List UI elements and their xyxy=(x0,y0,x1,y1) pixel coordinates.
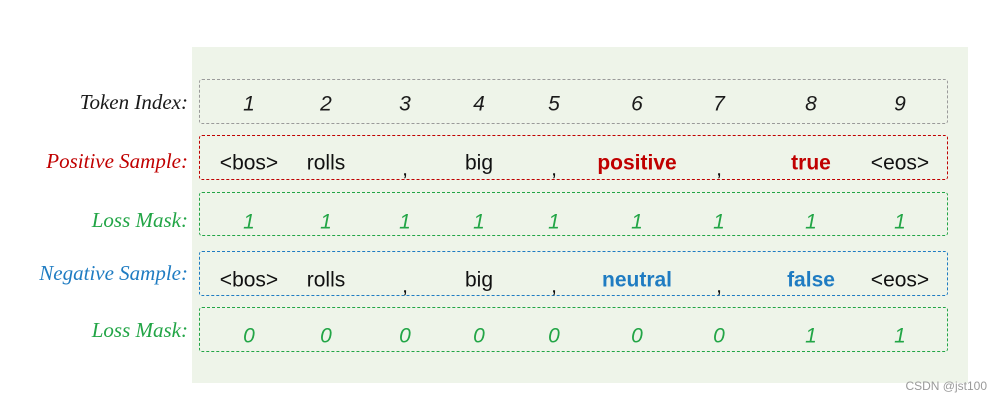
positive-sample-cell: , xyxy=(551,157,557,181)
positive-sample-cell: , xyxy=(402,157,408,181)
loss-mask-positive-cell: 1 xyxy=(243,210,255,234)
negative-sample-cell: , xyxy=(716,274,722,298)
token-index-cell: 2 xyxy=(320,92,332,116)
negative-sample-cell: , xyxy=(402,274,408,298)
positive-sample-cell: <eos> xyxy=(870,151,930,175)
positive-sample-cell: <bos> xyxy=(219,151,279,175)
loss-mask-negative-cell: 0 xyxy=(399,324,411,348)
loss-mask-negative-cell: 0 xyxy=(548,324,560,348)
negative-sample-box xyxy=(199,251,948,296)
loss-mask-positive-cell: 1 xyxy=(805,210,817,234)
loss-mask-positive-cell: 1 xyxy=(473,210,485,234)
negative-sample-cell: <bos> xyxy=(219,268,279,292)
diagram-panel xyxy=(192,47,968,383)
token-index-box xyxy=(199,79,948,124)
token-index-cell: 6 xyxy=(631,92,643,116)
negative-sample-cell: , xyxy=(551,274,557,298)
positive-sample-cell: big xyxy=(464,151,494,175)
negative-sample-cell: <eos> xyxy=(870,268,930,292)
token-index-cell: 4 xyxy=(473,92,485,116)
token-index-cell: 8 xyxy=(805,92,817,116)
positive-sample-cell: , xyxy=(716,157,722,181)
loss-mask-positive-label: Loss Mask: xyxy=(91,208,188,232)
positive-sample-cell: rolls xyxy=(306,151,346,175)
loss-mask-positive-cell: 1 xyxy=(713,210,725,234)
token-index-cell: 1 xyxy=(243,92,255,116)
positive-sample-cell: true xyxy=(791,151,831,175)
loss-mask-positive-cell: 1 xyxy=(399,210,411,234)
watermark: CSDN @jst100 xyxy=(905,379,987,393)
loss-mask-negative-cell: 0 xyxy=(713,324,725,348)
loss-mask-positive-cell: 1 xyxy=(631,210,643,234)
token-index-label: Token Index: xyxy=(79,90,188,114)
negative-sample-label: Negative Sample: xyxy=(39,261,188,285)
loss-mask-negative-cell: 0 xyxy=(631,324,643,348)
token-index-cell: 3 xyxy=(399,92,411,116)
loss-mask-negative-label: Loss Mask: xyxy=(91,318,188,342)
negative-sample-cell: false xyxy=(787,268,835,292)
loss-mask-negative-cell: 1 xyxy=(894,324,906,348)
loss-mask-negative-box xyxy=(199,307,948,352)
negative-sample-cell: neutral xyxy=(601,268,673,292)
loss-mask-negative-cell: 0 xyxy=(473,324,485,348)
token-index-cell: 9 xyxy=(894,92,906,116)
loss-mask-negative-cell: 0 xyxy=(320,324,332,348)
token-index-cell: 7 xyxy=(713,92,725,116)
negative-sample-cell: big xyxy=(464,268,494,292)
positive-sample-cell: positive xyxy=(597,151,677,175)
loss-mask-negative-cell: 1 xyxy=(805,324,817,348)
positive-sample-box xyxy=(199,135,948,180)
loss-mask-negative-cell: 0 xyxy=(243,324,255,348)
negative-sample-cell: rolls xyxy=(306,268,346,292)
loss-mask-positive-cell: 1 xyxy=(320,210,332,234)
loss-mask-positive-cell: 1 xyxy=(548,210,560,234)
loss-mask-positive-box xyxy=(199,192,948,236)
positive-sample-label: Positive Sample: xyxy=(46,149,188,173)
loss-mask-positive-cell: 1 xyxy=(894,210,906,234)
token-index-cell: 5 xyxy=(548,92,560,116)
